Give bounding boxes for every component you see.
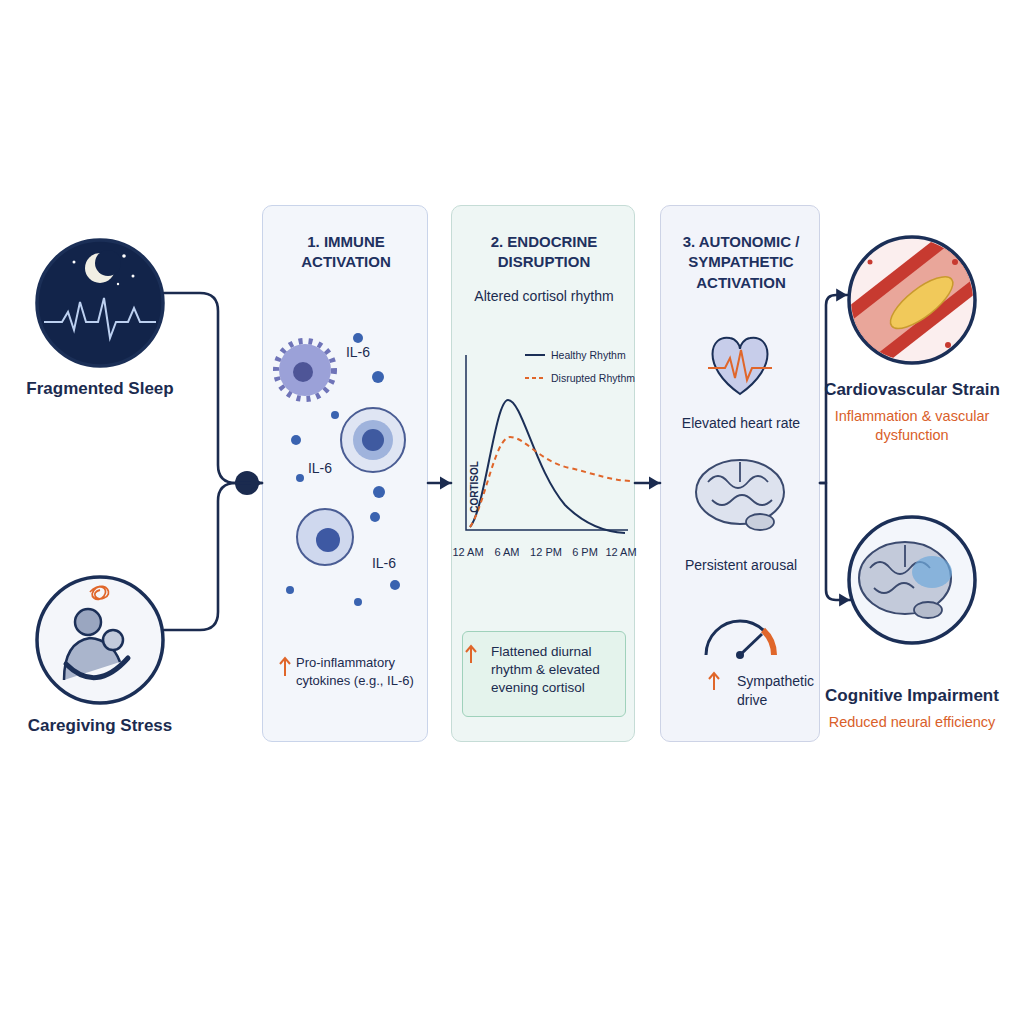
input-circle: Caregiving Stress: [15, 575, 185, 737]
panel-text: Altered cortisol rhythm: [452, 287, 636, 306]
connector-line: [164, 293, 262, 483]
note-box: Flattened diurnal rhythm & elevated even…: [462, 631, 626, 717]
outcome-circle: Cardiovascular StrainInflammation & vasc…: [817, 235, 1007, 445]
vessel-wall: [826, 219, 1002, 377]
connector-line: [428, 482, 451, 485]
node-title: Cognitive Impairment: [817, 685, 1007, 707]
connector-line: [820, 483, 850, 600]
arrowhead: [440, 477, 451, 490]
circle-outline: [847, 515, 977, 645]
vessel-lumen: [834, 229, 994, 367]
node-subtitle: Inflammation & vascular dysfunction: [817, 407, 1007, 445]
circle-outline: [847, 235, 977, 365]
panel-text: Pro-inflammatory cytokines (e.g., IL-6): [296, 654, 428, 689]
panel-text: Sympathetic drive: [737, 672, 819, 710]
connector: [820, 483, 850, 607]
arrowhead: [649, 477, 660, 490]
connector: [428, 477, 451, 490]
arrowhead: [836, 289, 847, 302]
circle-outline: [35, 238, 165, 368]
arrowhead: [839, 594, 850, 607]
connector: [635, 477, 660, 490]
input-circle: Fragmented Sleep: [15, 238, 185, 400]
circle-shape: [849, 237, 975, 363]
connector-line: [635, 482, 660, 485]
connector: [164, 293, 262, 490]
arrowhead: [251, 477, 262, 490]
circle-shape: [37, 577, 163, 703]
circle-shape: [849, 517, 975, 643]
circle-shape: [37, 240, 163, 366]
node-subtitle: Reduced neural efficiency: [817, 713, 1007, 732]
pathway-panel: 2. ENDOCRINE DISRUPTION Altered cortisol …: [451, 205, 635, 742]
panel-text: Flattened diurnal rhythm & elevated even…: [491, 643, 623, 698]
outcome-circle: Cognitive ImpairmentReduced neural effic…: [817, 515, 1007, 732]
arrowhead: [251, 477, 262, 490]
pathway-panel: 3. AUTONOMIC / SYMPATHETIC ACTIVATION Ele…: [660, 205, 820, 742]
node-title: Caregiving Stress: [15, 715, 185, 737]
connector-line: [164, 483, 262, 630]
circle-outline: [35, 575, 165, 705]
junction-dot: [235, 471, 259, 495]
panel-heading: 2. ENDOCRINE DISRUPTION: [452, 232, 636, 273]
vessel-icon: [826, 219, 1002, 377]
pathway-panel: 1. IMMUNE ACTIVATION Pro-inflammatory cyt…: [262, 205, 428, 742]
node-title: Cardiovascular Strain: [817, 379, 1007, 401]
panel-text: Elevated heart rate: [661, 414, 821, 433]
panel-heading: 3. AUTONOMIC / SYMPATHETIC ACTIVATION: [661, 232, 821, 293]
connector: [164, 477, 262, 631]
node-title: Fragmented Sleep: [15, 378, 185, 400]
panel-text: Persistent arousal: [661, 556, 821, 575]
panel-heading: 1. IMMUNE ACTIVATION: [263, 232, 429, 273]
